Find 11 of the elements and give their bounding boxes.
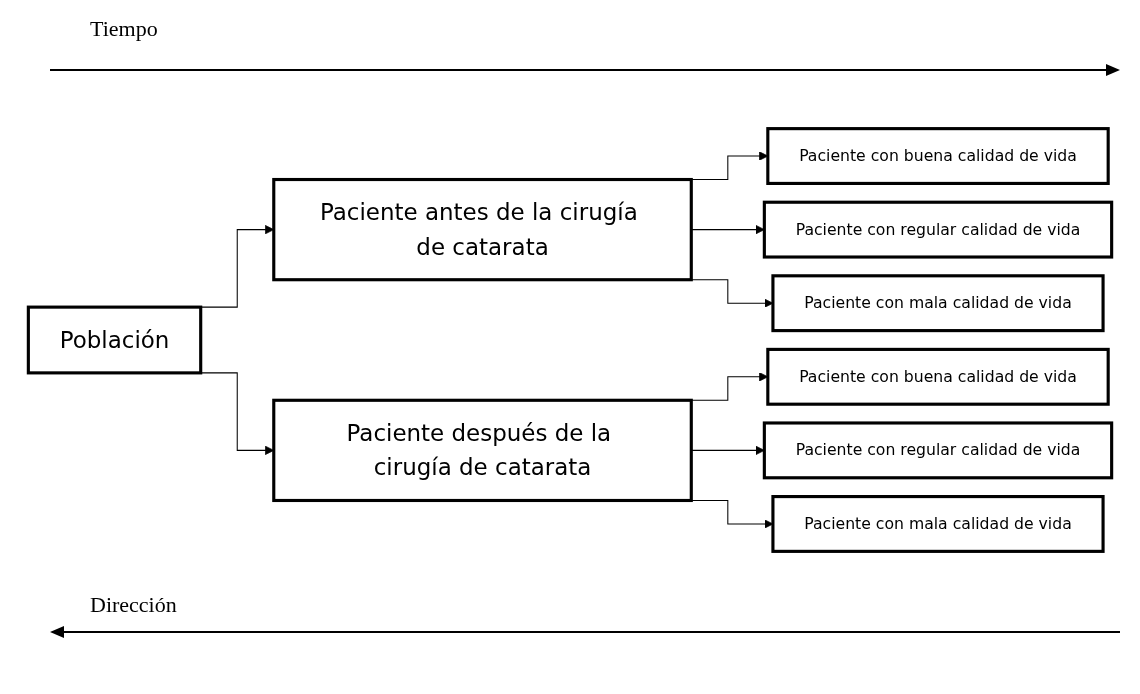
node-box: Paciente con mala calidad de vida xyxy=(771,495,1105,553)
node-box: Paciente con regular calidad de vida xyxy=(762,421,1114,480)
node-box: Paciente antes de la cirugía de catarata xyxy=(272,177,693,282)
node-box: Paciente después de la cirugía de catarata xyxy=(272,398,693,503)
node-box: Población xyxy=(26,305,203,375)
axis-label: Tiempo xyxy=(90,16,158,42)
node-box: Paciente con regular calidad de vida xyxy=(762,200,1114,259)
node-box: Paciente con buena calidad de vida xyxy=(766,347,1110,406)
node-box: Paciente con mala calidad de vida xyxy=(771,274,1105,333)
axis-label: Dirección xyxy=(90,592,177,618)
node-box: Paciente con buena calidad de vida xyxy=(766,127,1110,185)
